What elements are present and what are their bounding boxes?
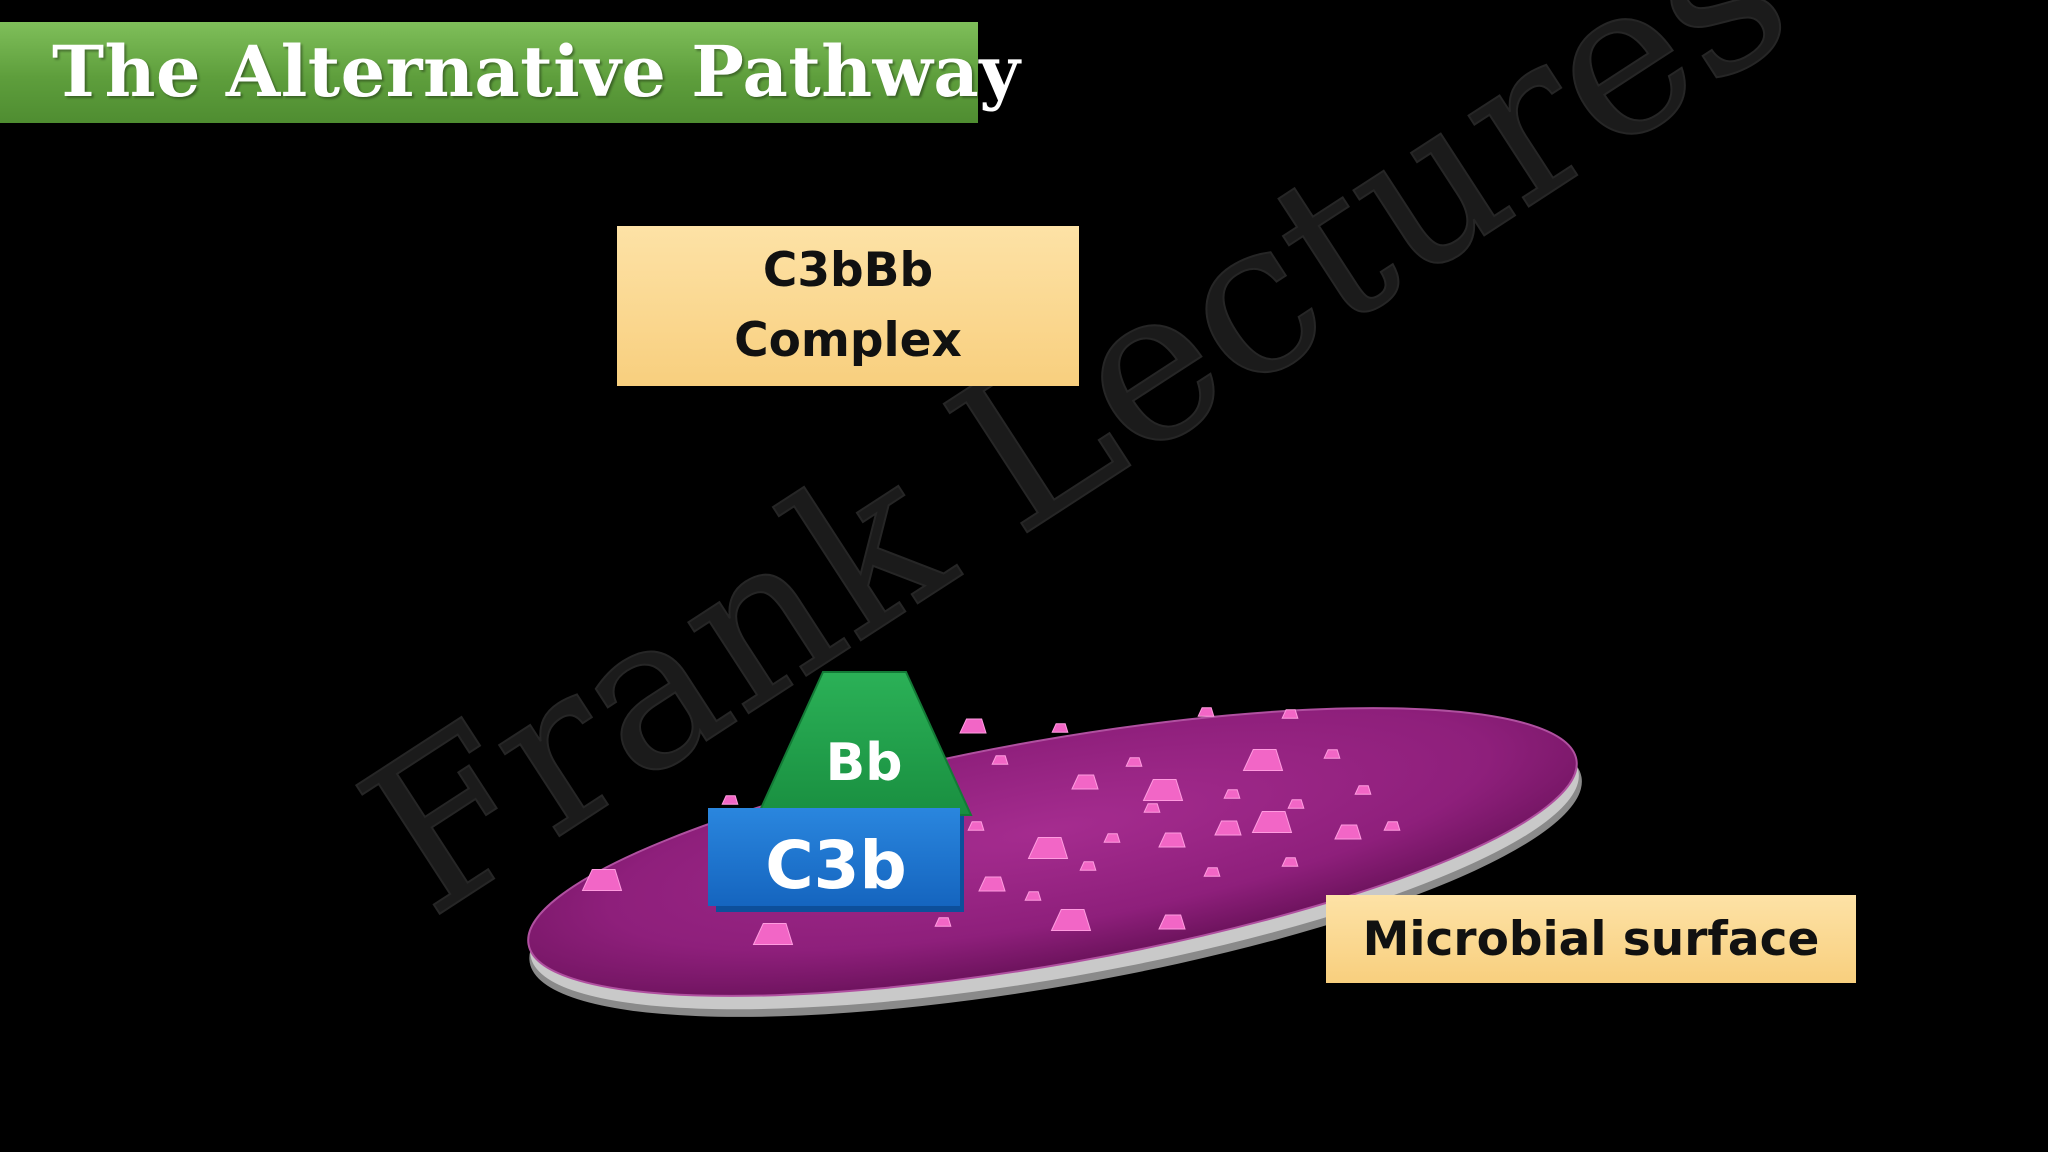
surface-receptor	[1281, 857, 1299, 867]
complex-label-box: C3bBb Complex	[617, 226, 1079, 386]
surface-receptor	[1050, 909, 1092, 931]
surface-receptor	[1242, 749, 1284, 771]
surface-receptor	[1287, 799, 1305, 809]
surface-receptor	[1203, 867, 1221, 877]
surface-receptor	[1051, 723, 1069, 733]
surface-receptor	[581, 869, 623, 891]
surface-label: Microbial surface	[1362, 911, 1820, 967]
surface-receptor	[1214, 820, 1242, 836]
surface-receptor	[1103, 833, 1121, 843]
surface-receptor	[959, 718, 987, 734]
surface-receptor	[1158, 914, 1186, 930]
surface-receptor	[1125, 757, 1143, 767]
surface-receptor	[1251, 811, 1293, 833]
bb-label: Bb	[826, 733, 903, 793]
surface-receptor	[1354, 785, 1372, 795]
surface-label-box: Microbial surface	[1326, 895, 1856, 983]
surface-receptor	[1071, 774, 1099, 790]
c3b-shape	[708, 808, 960, 906]
surface-receptor	[967, 821, 985, 831]
complex-label-line2: Complex	[734, 313, 962, 368]
surface-receptor	[978, 876, 1006, 892]
surface-receptor	[1142, 779, 1184, 801]
surface-receptor	[934, 917, 952, 927]
surface-receptor	[752, 923, 794, 945]
surface-receptor	[991, 755, 1009, 765]
surface-receptor	[1281, 709, 1299, 719]
surface-receptor	[1143, 803, 1161, 813]
surface-receptor	[1383, 821, 1401, 831]
surface-receptor	[1223, 789, 1241, 799]
surface-receptor	[1158, 832, 1186, 848]
surface-receptor	[1027, 837, 1069, 859]
title-banner: The Alternative Pathway	[0, 22, 1020, 123]
bb-shape	[756, 671, 973, 816]
surface-receptor	[721, 795, 739, 805]
surface-receptor	[1323, 749, 1341, 759]
surface-receptor	[1024, 891, 1042, 901]
c3b-protein: C3b	[708, 808, 964, 912]
surface-receptor	[1079, 861, 1097, 871]
complex-label-line1: C3bBb	[762, 243, 934, 298]
c3b-label: C3b	[765, 827, 907, 904]
surface-receptors	[581, 707, 1401, 945]
microbial-surface	[527, 707, 1582, 1017]
surface-receptor	[1334, 824, 1362, 840]
slide-title: The Alternative Pathway	[52, 30, 1021, 113]
bb-protein: Bb	[756, 671, 973, 816]
surface-receptor	[1197, 707, 1215, 717]
